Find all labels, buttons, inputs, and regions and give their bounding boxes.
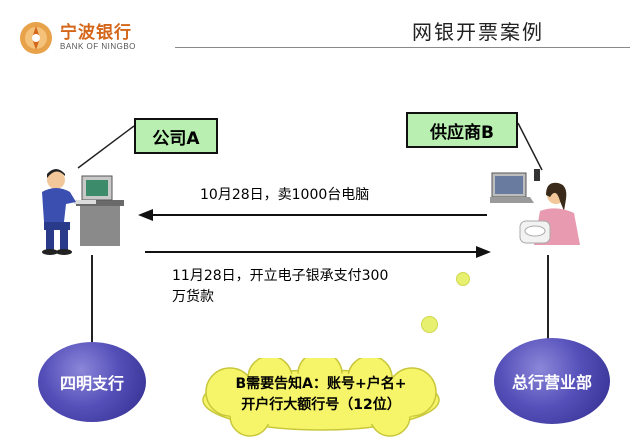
flow-label-payment-line1: 11月28日，开立电子银承支付300 [172, 268, 389, 284]
company-a-box: 公司A [134, 118, 218, 154]
info-cloud-shape [202, 358, 440, 437]
flow-label-sale: 10月28日，卖1000台电脑 [200, 187, 370, 203]
bank-logo-icon [20, 22, 52, 54]
flow-label-payment-line2: 万货款 [172, 289, 214, 305]
decorative-dot [421, 316, 438, 333]
logo-english-name: BANK OF NINGBO [60, 42, 136, 51]
supplier-worker-icon [490, 169, 580, 245]
decorative-dot [456, 272, 470, 286]
logo-chinese-name: 宁波银行 [60, 23, 132, 43]
branch-head-office: 总行营业部 [494, 338, 610, 424]
office-worker-icon [42, 169, 124, 255]
cloud-text-line1: B需要告知A：账号+户名+ [235, 376, 407, 392]
supplier-b-box: 供应商B [406, 112, 518, 148]
bank-logo: 宁波银行 BANK OF NINGBO [18, 18, 168, 58]
header-divider [175, 47, 630, 48]
page-title: 网银开票案例 [412, 20, 544, 44]
branch-siming: 四明支行 [38, 342, 146, 422]
cloud-text-line2: 开户行大额行号（12位） [241, 397, 401, 413]
